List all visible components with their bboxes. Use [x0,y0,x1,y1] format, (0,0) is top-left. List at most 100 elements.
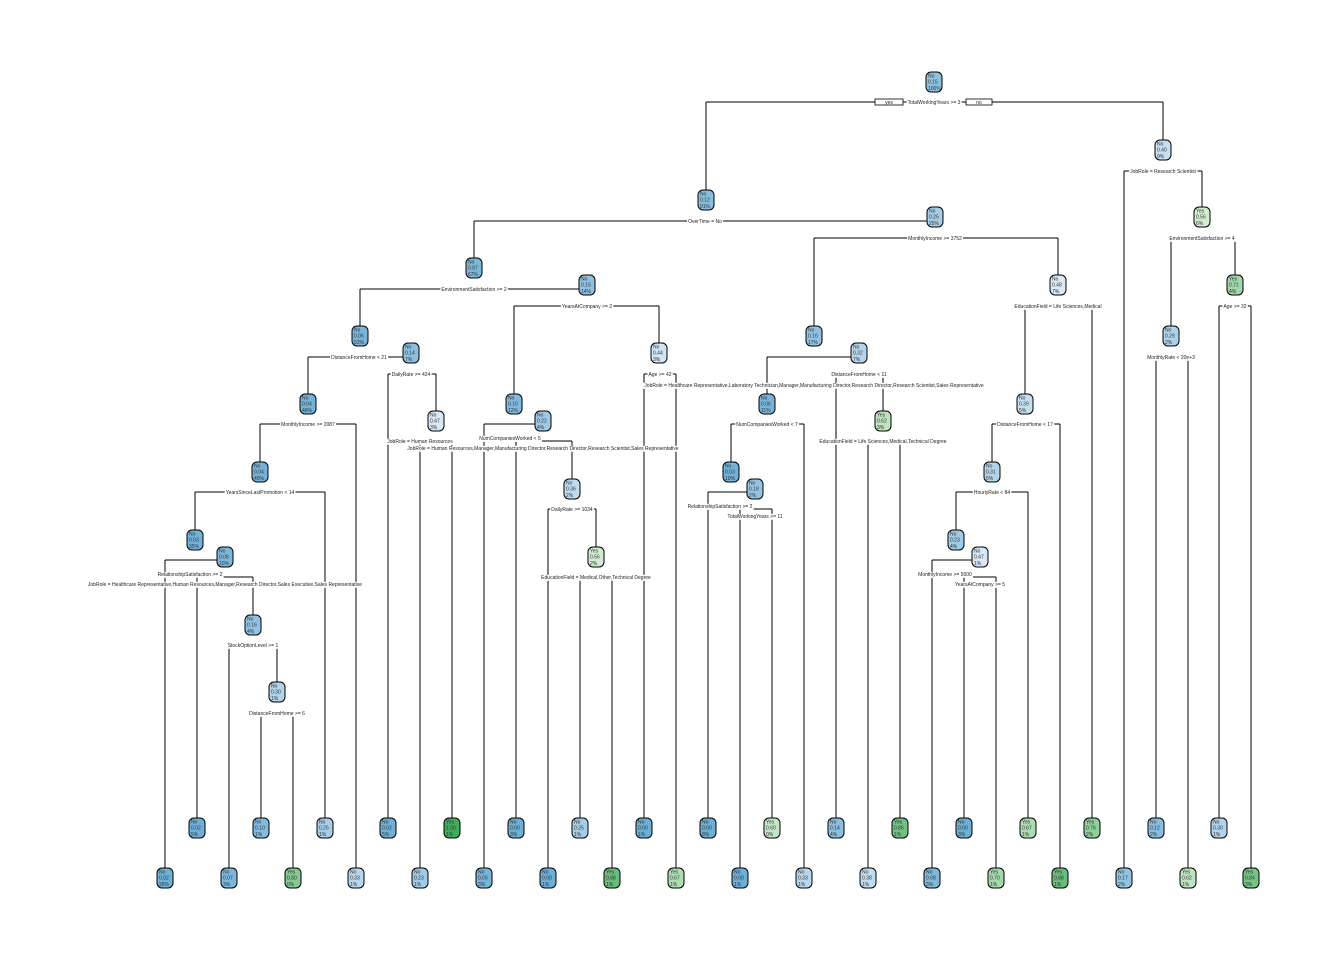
leaf-node[interactable]: No0.025% [379,817,397,839]
leaf-node[interactable]: No0.231% [411,867,429,889]
node-percent: 3% [1245,882,1253,888]
leaf-node[interactable]: No0.001% [539,867,557,889]
leaf-node[interactable]: No0.053% [475,867,493,889]
split-node[interactable]: No0.362% [563,478,581,500]
node-percent: 4% [1229,289,1237,295]
split-node[interactable]: No0.487% [1049,274,1067,296]
node-percent: 7% [405,357,413,363]
leaf-node[interactable]: No0.301% [1210,817,1228,839]
node-probability: 0.33 [350,876,360,882]
split-label-bg [86,581,364,588]
leaf-node[interactable]: No0.251% [571,817,589,839]
leaf-node[interactable]: No0.172% [1115,867,1133,889]
node-probability: 0.06 [761,402,771,408]
split-node[interactable]: No0.234% [947,529,965,551]
node-class: No [1118,870,1125,876]
leaf-node[interactable]: No0.331% [347,867,365,889]
split-node[interactable]: No0.164% [244,614,262,636]
leaf-node[interactable]: No0.083% [923,867,941,889]
node-percent: 5% [986,476,994,482]
leaf-node[interactable]: No0.003% [507,817,525,839]
split-label: EducationField = Medical,Other,Technical… [541,575,651,581]
node-percent: 26% [159,882,170,888]
split-node[interactable]: No0.327% [850,342,868,364]
split-node[interactable]: No0.471% [971,546,989,568]
node-probability: 0.70 [990,876,1000,882]
leaf-node[interactable]: No0.251% [316,817,334,839]
leaf-node[interactable]: No0.025% [188,817,206,839]
split-node[interactable]: No0.315% [983,461,1001,483]
node-probability: 0.06 [354,334,364,340]
node-class: No [1150,820,1157,826]
node-percent: 1% [1022,832,1030,838]
split-node[interactable]: No0.301% [268,681,286,703]
node-percent: 35% [189,544,200,550]
split-node[interactable]: No0.224% [534,410,552,432]
split-node[interactable]: No0.147% [402,342,420,364]
leaf-node[interactable]: No0.008% [699,817,717,839]
split-label-bg [1168,235,1236,242]
node-percent: 6% [1196,221,1204,227]
split-node[interactable]: No0.182% [746,478,764,500]
leaf-node[interactable]: No0.381% [859,867,877,889]
node-percent: 12% [508,408,519,414]
root-branch-labels: yes no [874,98,993,106]
node-class: No [319,820,326,826]
split-node[interactable]: No0.292% [1162,325,1180,347]
node-percent: 2% [1118,882,1126,888]
node-class: No [830,820,837,826]
leaf-node[interactable]: No0.331% [795,867,813,889]
node-percent: 2% [1150,832,1158,838]
leaf-node[interactable]: No0.073% [220,867,238,889]
split-label-bg [440,286,508,293]
node-probability: 0.04 [254,470,264,476]
leaf-node[interactable]: No0.003% [955,817,973,839]
leaf-node[interactable]: No0.001% [635,817,653,839]
leaf-node[interactable]: No0.001% [731,867,749,889]
node-probability: 0.00 [958,826,968,832]
split-node[interactable]: No0.395% [1016,393,1034,415]
node-probability: 0.84 [1245,876,1255,882]
node-percent: 4% [830,832,838,838]
split-node[interactable]: No0.473% [427,410,445,432]
leaf-node[interactable]: No0.144% [827,817,845,839]
leaf-node[interactable]: No0.101% [252,817,270,839]
split-label-bg [156,571,224,578]
split-node[interactable]: No0.409% [1154,139,1172,161]
split-node[interactable]: No0.443% [650,342,668,364]
node-class: Yes [1022,820,1031,826]
leaf-node[interactable]: No0.122% [1147,817,1165,839]
